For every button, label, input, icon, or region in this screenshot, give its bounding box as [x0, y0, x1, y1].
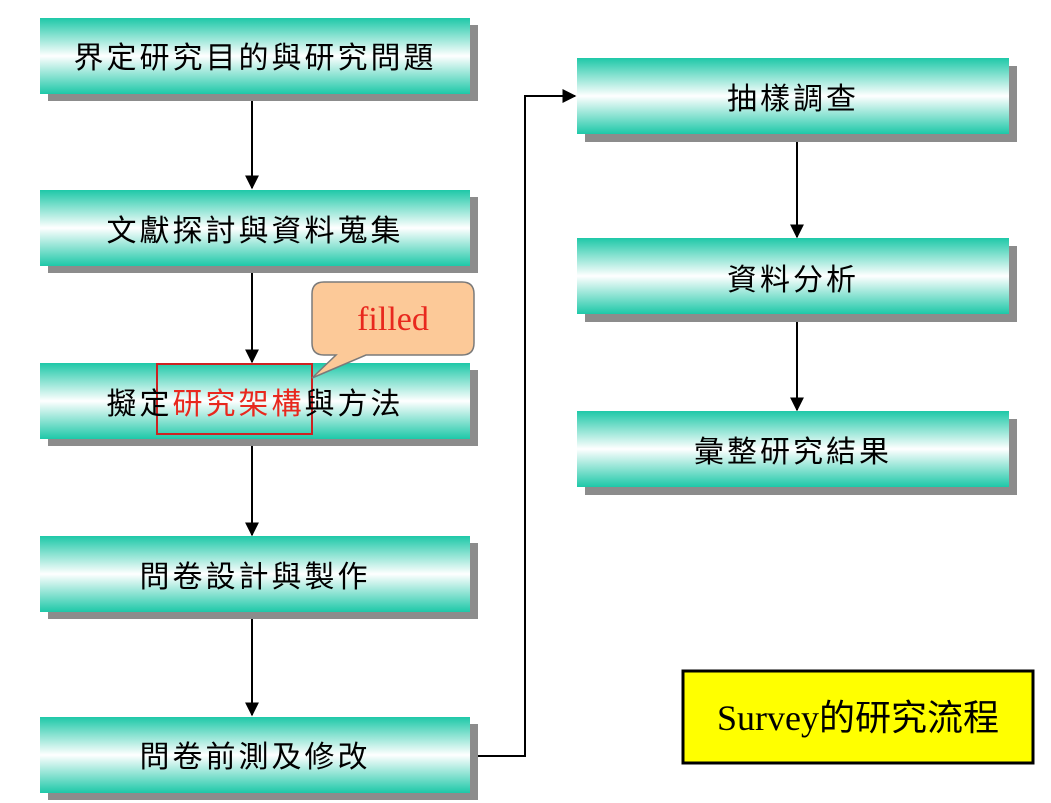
step-box-summary: 彙整研究結果: [577, 411, 1017, 495]
diagram-label-box: Survey的研究流程: [681, 669, 1035, 765]
step-box-sampling: 抽樣調查: [577, 58, 1017, 142]
step-label-framework-highlight: 研究架構: [173, 387, 305, 422]
step-label-summary: 彙整研究結果: [694, 435, 892, 470]
step-label-sampling: 抽樣調查: [727, 82, 859, 117]
diagram-label: Survey的研究流程: [717, 698, 999, 738]
framework-highlight-frame: [156, 363, 313, 435]
step-label-framework: 擬定研究架構與方法: [107, 387, 404, 422]
arrow-step5-sampling: [470, 89, 577, 757]
step-box-define-problem: 界定研究目的與研究問題: [40, 18, 478, 101]
step-label-define-problem: 界定研究目的與研究問題: [74, 41, 437, 76]
step-box-questionnaire-design: 問卷設計與製作: [40, 536, 478, 619]
step-label-analysis: 資料分析: [727, 263, 859, 298]
step-box-framework: 擬定研究架構與方法: [40, 363, 478, 446]
callout-bubble: filled: [311, 281, 475, 379]
step-label-framework-suffix: 與方法: [305, 387, 404, 422]
step-box-analysis: 資料分析: [577, 238, 1017, 322]
step-label-questionnaire-design: 問卷設計與製作: [140, 560, 371, 595]
step-box-pretest: 問卷前測及修改: [40, 717, 478, 800]
step-label-framework-prefix: 擬定: [107, 387, 173, 422]
step-label-pretest: 問卷前測及修改: [140, 740, 371, 775]
connectors: [245, 89, 804, 757]
step-box-literature-review: 文獻探討與資料蒐集: [40, 190, 478, 273]
callout-text: filled: [357, 301, 429, 338]
step-label-literature-review: 文獻探討與資料蒐集: [107, 214, 404, 249]
